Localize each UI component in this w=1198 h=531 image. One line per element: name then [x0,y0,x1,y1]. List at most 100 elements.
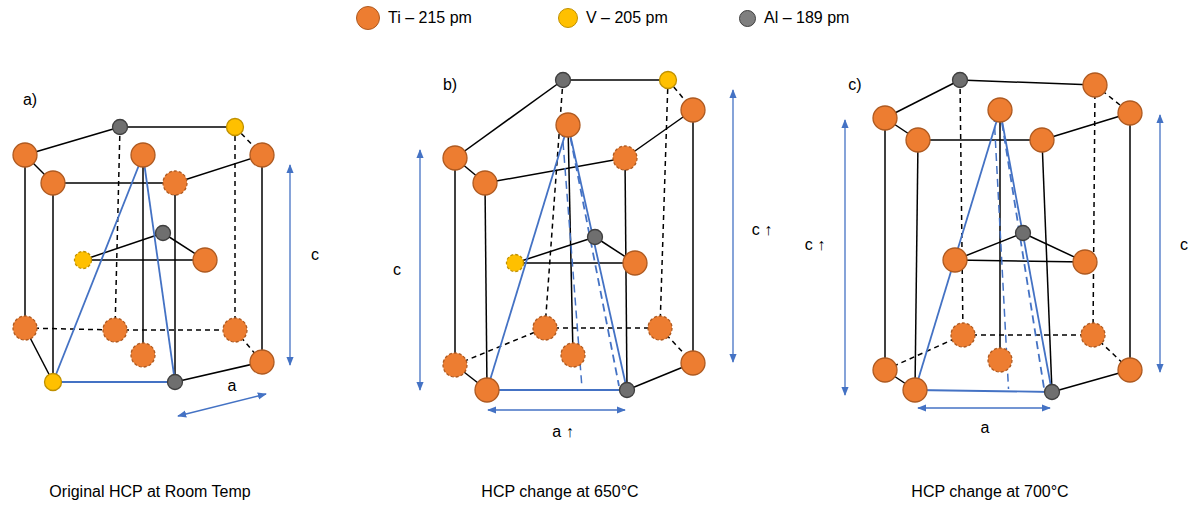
atom [156,226,171,241]
atom [507,255,524,272]
atom [953,73,968,88]
atom [903,378,927,402]
hidden-edge [115,329,235,331]
hidden-edge [885,335,963,370]
dimension-arrow [844,120,845,395]
atom [951,323,975,347]
atom [443,146,467,170]
cell-edge [955,260,1085,262]
atom [660,72,677,89]
atom [443,353,467,377]
atom [620,383,635,398]
hidden-edge [1093,85,1095,335]
cell-edge [692,110,694,363]
panel-caption: HCP change at 650°C [481,483,638,501]
cell-edge [1042,140,1052,392]
atom [223,318,247,342]
pyramid-edge [915,390,1052,392]
cell-edge [884,118,886,370]
atom [1030,128,1054,152]
cell-edge [175,362,262,382]
pyramid-edge [53,381,175,383]
cell-edge [53,182,175,184]
atom [168,375,183,390]
atom [75,252,92,269]
atom [473,171,497,195]
cell-edge [625,158,627,390]
atom [41,171,65,195]
atom [988,98,1012,122]
dimension-arrow [289,165,290,365]
atom [475,378,499,402]
hidden-edge [545,327,660,329]
dimension-label: c [393,261,401,279]
dimension-arrow [732,90,733,362]
cell-edge [83,233,163,260]
cell-edge [515,262,635,264]
legend-entry: V – 205 pm [558,8,668,28]
legend-swatch [356,6,380,30]
dimension-label: a [981,419,990,437]
atom [588,230,603,245]
cell-edge [174,183,176,382]
atom [873,358,897,382]
atom [906,128,930,152]
atom [988,348,1012,372]
atom [613,146,637,170]
cell-edge [261,155,263,362]
panel-letter: a) [23,91,37,109]
cell-edge [915,140,918,390]
atom [113,120,128,135]
atom [227,119,244,136]
dimension-label: a [228,377,237,395]
atom [131,343,155,367]
cell-edge [25,127,120,155]
cell-edge [52,183,54,382]
hcp-cell [420,72,733,411]
legend-entry: Al – 189 pm [739,9,849,27]
dimension-label: c [1180,236,1188,254]
cell-edge [485,183,487,390]
atom [250,143,274,167]
hidden-edge [960,80,963,335]
atom [623,251,647,275]
hcp-cell [13,119,290,417]
atom [13,143,37,167]
atom [1118,358,1142,382]
panel-caption: HCP change at 700°C [911,483,1068,501]
legend-text: V – 205 pm [586,9,668,27]
dimension-arrow [419,150,420,390]
dimension-label: a ↑ [552,423,573,441]
panel-letter: c) [848,76,861,94]
panel-caption: Original HCP at Room Temp [49,483,250,501]
dimension-label: c [311,246,319,264]
atom [681,98,705,122]
atom [131,143,155,167]
cell-edge [960,80,1095,85]
atom [1118,101,1142,125]
atom [561,343,585,367]
hidden-edge [234,127,236,330]
cell-edge [175,155,262,183]
atom [943,248,967,272]
cell-edge [918,139,1042,141]
atom [45,374,62,391]
atom [556,113,580,137]
cell-edge [563,79,668,81]
pyramid-edge [915,110,1000,390]
atom [556,73,571,88]
pyramid-edge [487,389,627,391]
cell-edge [24,155,26,328]
atom [193,248,217,272]
cell-edge [1042,113,1130,140]
legend-swatch [558,8,578,28]
cell-edge [142,155,144,355]
atom [163,171,187,195]
atom [103,318,127,342]
cell-edge [455,80,563,158]
cell-edge [1129,113,1131,370]
atom [648,316,672,340]
atom [250,350,274,374]
atom [873,106,897,130]
